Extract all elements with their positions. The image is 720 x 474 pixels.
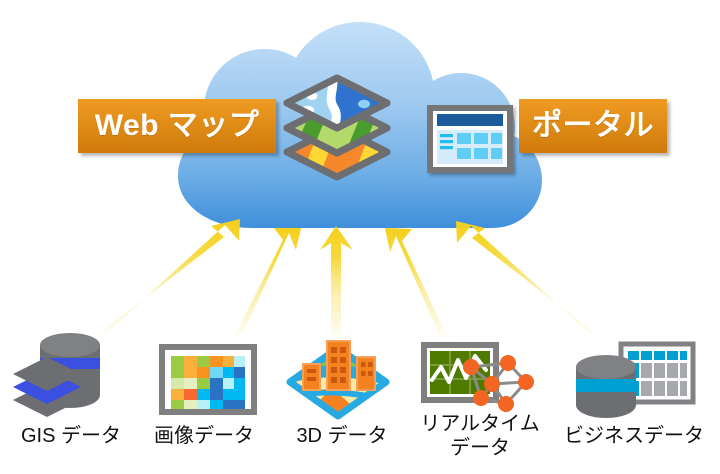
imagery-data-label: 画像データ xyxy=(154,425,254,447)
arrow-3d xyxy=(320,226,353,340)
business-data-icon xyxy=(576,341,696,418)
portal-window-icon xyxy=(427,105,513,173)
arrow-realtime xyxy=(385,228,451,340)
web-map-chip-label: Web マップ xyxy=(94,109,260,142)
three-d-data-label: 3D データ xyxy=(296,425,388,447)
arrow-gis xyxy=(99,219,240,338)
web-map-chip[interactable]: Web マップ xyxy=(78,99,276,153)
three-d-data-icon xyxy=(286,340,390,420)
portal-chip[interactable]: ポータル xyxy=(519,99,667,153)
map-layers-icon xyxy=(283,74,391,181)
business-data-label: ビジネスデータ xyxy=(564,425,704,447)
arrow-imagery xyxy=(230,228,301,340)
portal-chip-label: ポータル xyxy=(532,109,654,142)
flow-arrows xyxy=(99,219,598,340)
imagery-data-icon xyxy=(159,344,257,415)
gis-data-label: GIS データ xyxy=(20,425,121,447)
realtime-data-label: リアルタイム データ xyxy=(420,413,540,459)
realtime-data-icon xyxy=(421,342,534,412)
arrow-business xyxy=(456,221,598,340)
gis-data-icon xyxy=(13,333,100,417)
